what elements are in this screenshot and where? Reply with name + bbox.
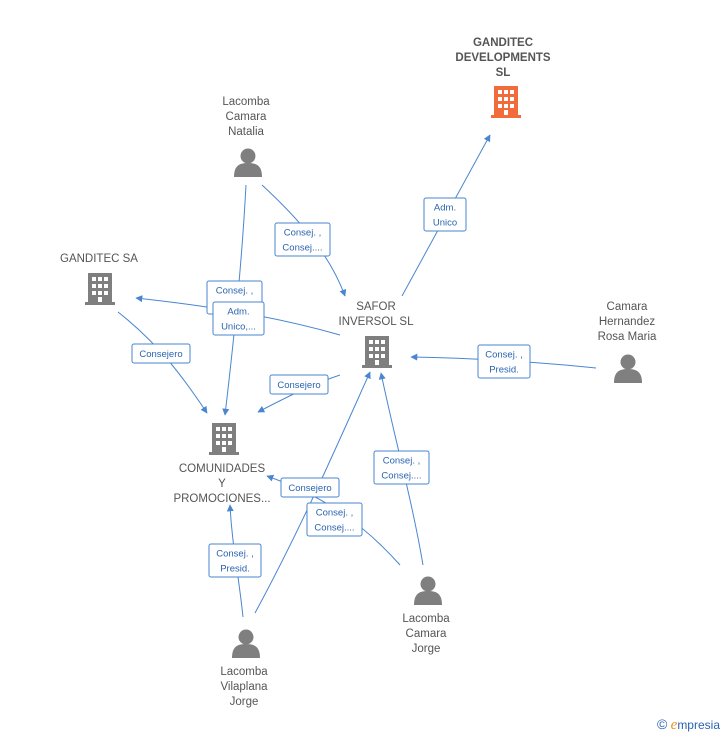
node-label-line: Vilaplana — [220, 681, 268, 693]
edge-label-text: Presid. — [220, 564, 250, 575]
edge-label-box — [373, 450, 430, 485]
node-label-line: Camara — [406, 628, 448, 640]
edge-label-text: Unico — [433, 218, 457, 229]
node-label-line: Jorge — [412, 643, 441, 655]
copyright-symbol: © — [656, 716, 668, 732]
edge-label-jorge-c-to-comunidades[interactable]: Consej. , Consej.... — [306, 502, 363, 537]
node-ganditec-developments[interactable]: GANDITEC DEVELOPMENTS SL — [455, 37, 551, 118]
edge-label-text: Adm. — [227, 307, 249, 318]
node-label-line: Camara — [607, 301, 649, 313]
node-label-line: Natalia — [228, 126, 264, 138]
edge-label-safor-to-comunidades[interactable]: Consejero — [269, 374, 329, 395]
node-label-line: PROMOCIONES... — [173, 493, 270, 505]
empresia-watermark: © empresia — [657, 716, 720, 734]
node-comunidades[interactable]: COMUNIDADES Y PROMOCIONES... — [173, 423, 271, 505]
edge-label-box — [274, 222, 331, 257]
edge-label-text: Unico,... — [221, 322, 256, 333]
brand-initial: e — [670, 717, 678, 733]
edge-label-jorge-v-to-comunidades-consejero[interactable]: Consejero — [280, 477, 340, 498]
edge-label-text: Presid. — [489, 365, 519, 376]
person-icon — [232, 629, 260, 658]
edge-label-box — [131, 343, 191, 364]
node-label-line: GANDITEC — [473, 37, 533, 49]
node-label-line: COMUNIDADES — [179, 463, 266, 475]
brand-name: mpresia — [677, 718, 720, 732]
edge-label-box — [208, 543, 262, 578]
building-icon — [85, 273, 115, 305]
edge-label-text: Consej.... — [282, 243, 322, 254]
node-ganditec-sa[interactable]: GANDITEC SA — [60, 253, 138, 305]
edge-label-box — [212, 301, 265, 336]
edge-label-text: Consejero — [277, 380, 320, 391]
node-label-line: DEVELOPMENTS — [455, 52, 551, 64]
edge-label-text: Consej. , — [383, 456, 421, 467]
node-label-line: Rosa Maria — [598, 331, 657, 343]
node-label-line: Y — [218, 478, 226, 490]
edge-label-text: Consej. , — [485, 350, 523, 361]
edge-label-text: Consej. , — [216, 549, 254, 560]
node-label-line: Lacomba — [222, 96, 270, 108]
node-label-line: Lacomba — [402, 613, 450, 625]
edge-label-jorge-v-to-comunidades[interactable]: Consej. , Presid. — [208, 543, 262, 578]
node-label-line: Lacomba — [220, 666, 268, 678]
nodes-layer: GANDITECDEVELOPMENTSSLLacombaCamaraNatal… — [60, 37, 657, 708]
node-label-line: GANDITEC SA — [60, 253, 138, 265]
node-safor-inversol[interactable]: SAFOR INVERSOL SL — [339, 301, 415, 368]
edge-label-text: Consej.... — [381, 471, 421, 482]
edge-label-box — [423, 197, 467, 232]
edge-label-box — [306, 502, 363, 537]
edge-label-text: Consej. , — [216, 286, 254, 297]
node-label-line: SL — [496, 67, 511, 79]
building-icon — [209, 423, 239, 455]
node-label-line: INVERSOL SL — [339, 316, 415, 328]
node-label-line: Jorge — [230, 696, 259, 708]
edge-label-safor-to-developments[interactable]: Adm. Unico — [423, 197, 467, 232]
edge-label-box — [477, 344, 531, 379]
edge-label-text: Consej. , — [316, 508, 354, 519]
building-icon — [362, 336, 392, 368]
building-icon — [491, 86, 521, 118]
person-icon — [234, 148, 262, 177]
node-label-line: Camara — [226, 111, 268, 123]
edge-label-text: Adm. — [434, 203, 456, 214]
edge-label-camara-to-safor[interactable]: Consej. , Presid. — [477, 344, 531, 379]
edge-label-ganditec-sa-to-comunidades[interactable]: Consejero — [131, 343, 191, 364]
edge-label-jorge-c-to-safor[interactable]: Consej. , Consej.... — [373, 450, 430, 485]
node-label-line: Hernandez — [599, 316, 656, 328]
edge-label-text: Consejero — [139, 349, 182, 360]
edge-label-box — [269, 374, 329, 395]
node-label-line: SAFOR — [356, 301, 396, 313]
edge-label-box — [280, 477, 340, 498]
edge-label-text: Consej.... — [314, 523, 354, 534]
edge-label-text: Consej. , — [284, 228, 322, 239]
person-icon — [614, 354, 642, 383]
person-icon — [414, 576, 442, 605]
edge-label-natalia-to-safor[interactable]: Consej. , Consej.... — [274, 222, 331, 257]
edge-label-text: Consejero — [288, 483, 331, 494]
edge-label-safor-to-ganditec-sa[interactable]: Adm. Unico,... — [212, 301, 265, 336]
